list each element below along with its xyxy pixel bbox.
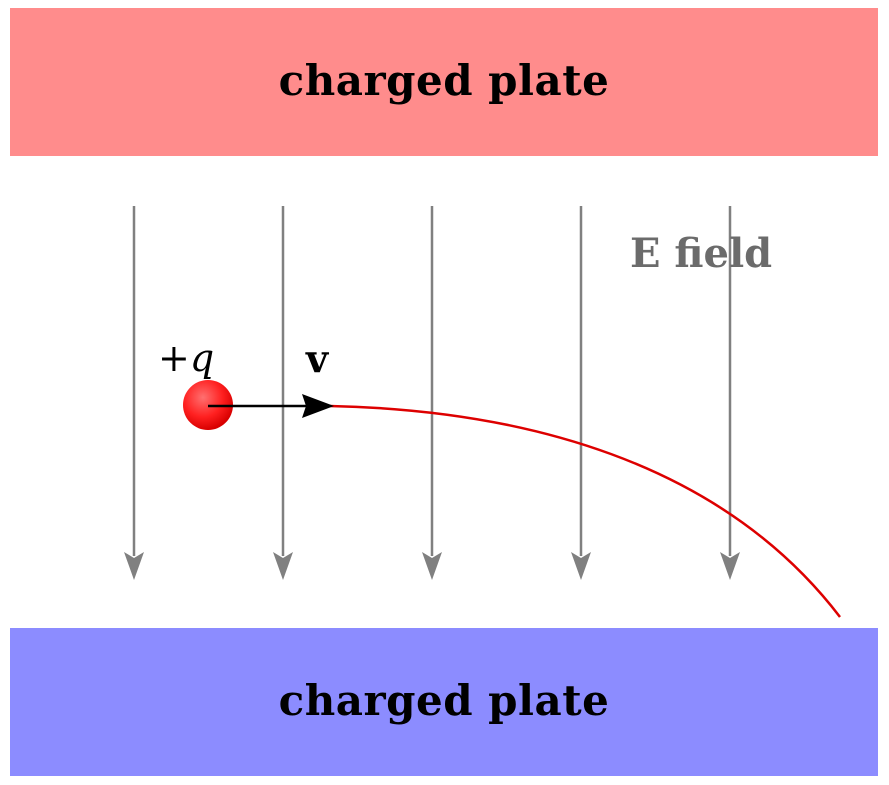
field-line-arrowhead: [124, 552, 144, 580]
velocity-vector: [208, 394, 334, 418]
field-line: [571, 206, 591, 580]
top-plate-label: charged plate: [278, 55, 610, 105]
particle-trajectory: [329, 404, 841, 618]
field-line-arrowhead: [571, 552, 591, 580]
e-field-label: E field: [630, 230, 773, 277]
field-line-arrowhead: [273, 552, 293, 580]
charge-sign: +: [158, 336, 190, 380]
field-lines: [124, 206, 740, 580]
field-line: [422, 206, 442, 580]
field-line: [273, 206, 293, 580]
bottom-charged-plate: charged plate: [10, 628, 878, 776]
top-charged-plate: charged plate: [10, 8, 878, 156]
field-line: [124, 206, 144, 580]
velocity-arrowhead: [302, 394, 334, 418]
bottom-plate-label: charged plate: [278, 675, 610, 725]
charge-label: +q: [158, 336, 214, 380]
velocity-label: v: [306, 336, 329, 381]
field-line: [720, 206, 740, 580]
charge-symbol: q: [189, 336, 215, 380]
field-line-arrowhead: [720, 552, 740, 580]
field-line-arrowhead: [422, 552, 442, 580]
